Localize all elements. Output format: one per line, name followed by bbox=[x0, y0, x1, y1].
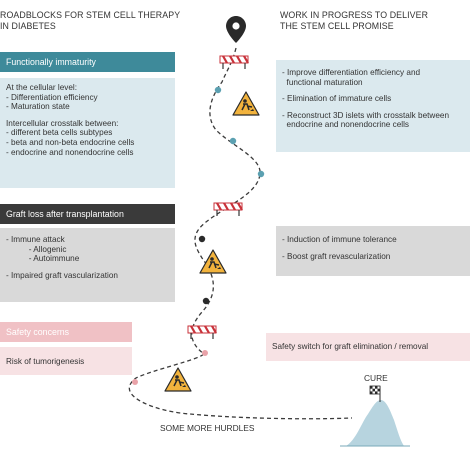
section1-line: - beta and non-beta endocrine cells bbox=[6, 137, 135, 147]
section1-line: - different beta cells subtypes bbox=[6, 128, 113, 138]
road-work-warning-icon bbox=[164, 367, 192, 392]
left-header: ROADBLOCKS FOR STEM CELL THERAPY IN DIAB… bbox=[0, 10, 200, 31]
milestone-dot-teal bbox=[214, 86, 222, 94]
roadblock-barrier-icon bbox=[187, 325, 217, 339]
section2-solution: - Boost graft revascularization bbox=[282, 251, 391, 261]
section2-line: - Autoimmune bbox=[6, 254, 80, 264]
milestone-dot-dark bbox=[198, 235, 206, 243]
left-header-line1: ROADBLOCKS FOR STEM CELL THERAPY bbox=[0, 10, 181, 20]
section3-line: Risk of tumorigenesis bbox=[6, 357, 85, 366]
left-header-line2: IN DIABETES bbox=[0, 20, 56, 31]
section2-box: - Immune attack - Allogenic - Autoimmune… bbox=[0, 228, 175, 302]
section3-solutions-box: Safety switch for graft elimination / re… bbox=[266, 333, 470, 361]
finish-flag-icon bbox=[369, 385, 381, 402]
section2-solutions-box: - Induction of immune tolerance - Boost … bbox=[276, 226, 470, 276]
section1-solution: - Improve differentiation efficiency and bbox=[282, 68, 421, 77]
section2-line: - Allogenic bbox=[6, 244, 67, 254]
roadblock-barrier-icon bbox=[219, 55, 249, 69]
milestone-dot-teal bbox=[229, 137, 237, 145]
section1-line: - Differentiation efficiency bbox=[6, 92, 98, 102]
section2-band: Graft loss after transplantation bbox=[0, 204, 175, 224]
some-more-hurdles-label: SOME MORE HURDLES bbox=[160, 423, 255, 433]
dashed-road-path bbox=[128, 47, 353, 420]
right-header-line1: WORK IN PROGRESS TO DELIVER bbox=[280, 10, 429, 20]
section1-solutions-box: - Improve differentiation efficiency and… bbox=[276, 60, 470, 152]
location-pin-icon bbox=[226, 16, 246, 43]
right-header-line2: THE STEM CELL PROMISE bbox=[280, 20, 394, 31]
section3-box: Risk of tumorigenesis bbox=[0, 347, 132, 375]
section2-line: - Impaired graft vascularization bbox=[6, 270, 118, 280]
section1-box: At the cellular level: - Differentiation… bbox=[0, 78, 175, 188]
milestone-dot-dark bbox=[202, 297, 210, 305]
section1-solution: endocrine and nonendocrine cells bbox=[282, 120, 409, 130]
section1-solution: - Reconstruct 3D islets with crosstalk b… bbox=[282, 110, 449, 120]
road-work-warning-icon bbox=[199, 249, 227, 274]
section2-line: - Immune attack bbox=[6, 235, 65, 244]
milestone-dot-pink bbox=[202, 350, 208, 356]
roadblock-barrier-icon bbox=[213, 202, 243, 216]
section1-line: - endocrine and nonendocrine cells bbox=[6, 147, 134, 157]
section1-line: - Maturation state bbox=[6, 102, 70, 112]
section1-band: Functionally immaturity bbox=[0, 52, 175, 72]
section1-line: Intercellular crosstalk between: bbox=[6, 118, 119, 128]
section1-line: At the cellular level: bbox=[6, 83, 77, 92]
right-header: WORK IN PROGRESS TO DELIVER THE STEM CEL… bbox=[280, 10, 470, 31]
section1-solution: - Elimination of immature cells bbox=[282, 94, 392, 104]
section1-solution: functional maturation bbox=[282, 77, 363, 87]
milestone-dot-pink bbox=[132, 379, 138, 385]
milestone-dot-teal bbox=[257, 170, 265, 178]
cure-label: CURE bbox=[364, 373, 388, 383]
cure-mountain bbox=[346, 400, 404, 446]
road-work-warning-icon bbox=[232, 91, 260, 116]
section3-band: Safety concerns bbox=[0, 322, 132, 342]
section3-solution: Safety switch for graft elimination / re… bbox=[272, 342, 429, 351]
section2-solution: - Induction of immune tolerance bbox=[282, 235, 397, 244]
